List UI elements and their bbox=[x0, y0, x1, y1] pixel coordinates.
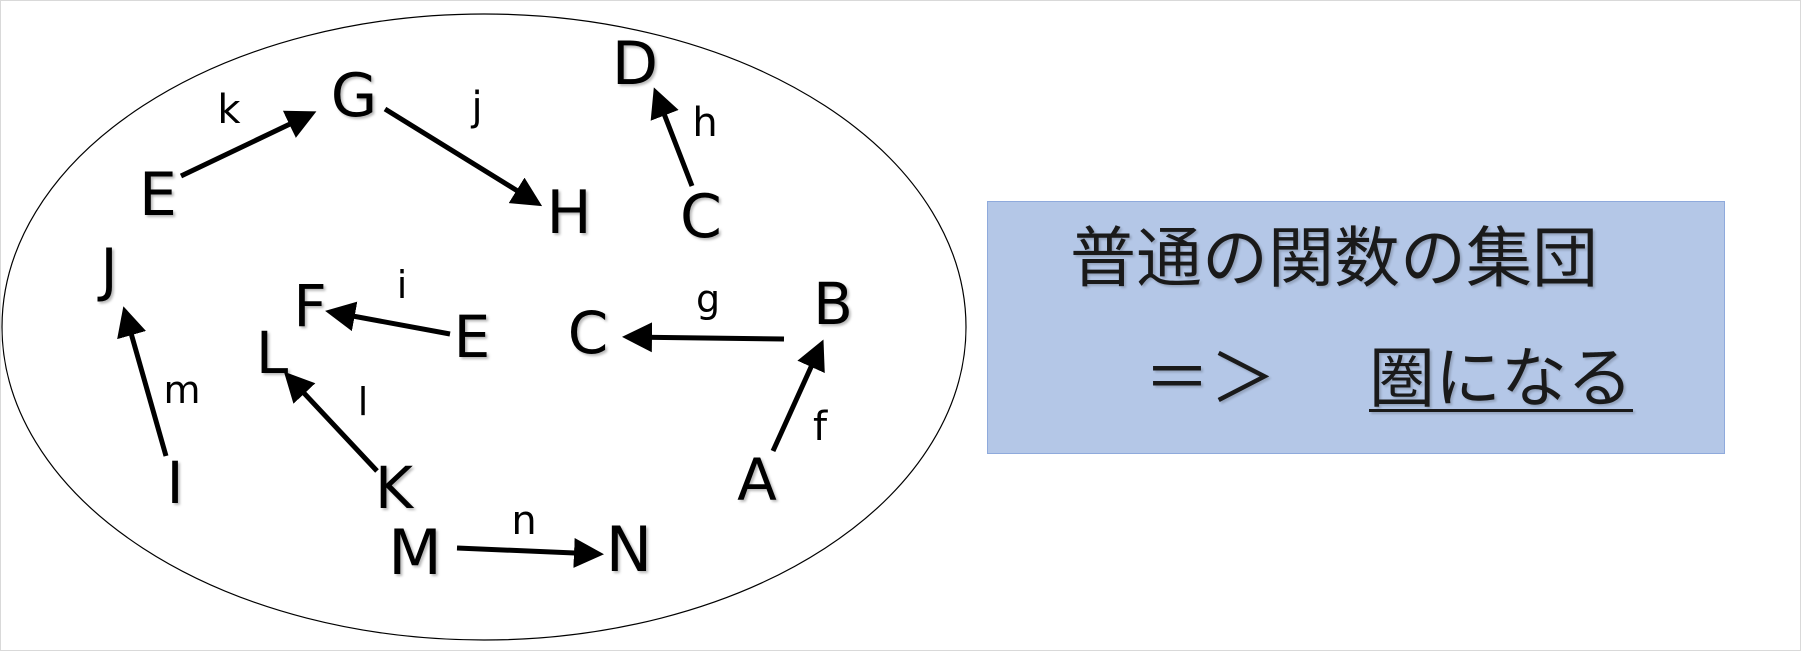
edge-label-k: k bbox=[217, 87, 241, 133]
arrow-j bbox=[383, 106, 543, 207]
callout-line1: 普通の関数の集団 bbox=[1070, 220, 1598, 297]
edge-label-m: m bbox=[163, 368, 200, 412]
callout-arrow: ＝＞ bbox=[1144, 340, 1276, 417]
edge-label-l: l bbox=[358, 380, 369, 424]
callout-box: 普通の関数の集団 ＝＞圏になる bbox=[987, 201, 1725, 454]
arrow-h bbox=[650, 87, 695, 187]
edge-label-f: f bbox=[813, 404, 828, 450]
arrow-n bbox=[456, 537, 604, 568]
node-n: N bbox=[606, 513, 652, 586]
edge-label-g: g bbox=[696, 277, 720, 321]
arrow-i bbox=[325, 301, 451, 337]
node-g: G bbox=[331, 61, 378, 131]
node-j: J bbox=[97, 236, 117, 304]
node-f: F bbox=[293, 272, 326, 340]
node-k: K bbox=[375, 454, 415, 522]
node-e-mid: E bbox=[454, 303, 491, 371]
node-a: A bbox=[737, 446, 777, 514]
edges-layer: k j h i g m l f n bbox=[117, 84, 828, 568]
node-d: D bbox=[612, 29, 658, 99]
callout-line2: ＝＞圏になる bbox=[1144, 346, 1633, 412]
arrow-g bbox=[622, 322, 785, 353]
node-h: H bbox=[546, 178, 591, 248]
edge-label-i: i bbox=[397, 263, 408, 307]
edge-label-n: n bbox=[511, 498, 536, 544]
node-l: L bbox=[256, 319, 288, 387]
node-c-top: C bbox=[680, 182, 722, 252]
nodes-layer: E G H D C J FL E C B I K A M N bbox=[97, 29, 852, 589]
edge-label-h: h bbox=[692, 100, 717, 146]
edge-label-j: j bbox=[470, 84, 482, 130]
arrow-k bbox=[179, 110, 317, 179]
node-i: I bbox=[166, 449, 183, 517]
node-c-mid: C bbox=[568, 299, 609, 367]
domain-ellipse bbox=[1, 13, 967, 641]
callout-result: 圏になる bbox=[1369, 340, 1633, 417]
node-b: B bbox=[813, 270, 853, 338]
arrow-f bbox=[770, 339, 825, 453]
arrow-l bbox=[283, 371, 379, 473]
node-m: M bbox=[388, 516, 442, 589]
node-e-top: E bbox=[139, 160, 177, 230]
arrow-m bbox=[117, 306, 169, 457]
